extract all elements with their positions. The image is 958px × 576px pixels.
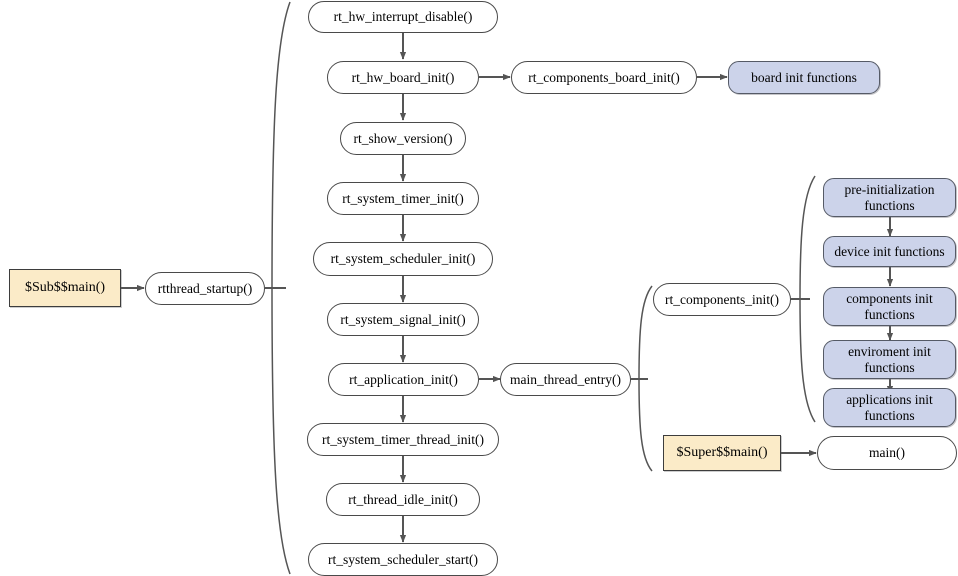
node-rt-components-init[interactable]: rt_components_init()	[653, 283, 791, 316]
node-components-init-functions[interactable]: components init functions	[823, 287, 956, 326]
node-rt-hw-interrupt-disable[interactable]: rt_hw_interrupt_disable()	[308, 1, 498, 33]
node-applications-init-functions[interactable]: applications init functions	[823, 388, 956, 427]
node-enviroment-init-functions[interactable]: enviroment init functions	[823, 340, 956, 379]
node-rt-thread-idle-init[interactable]: rt_thread_idle_init()	[326, 483, 480, 516]
node-main[interactable]: main()	[817, 436, 957, 470]
node-rt-system-timer-init[interactable]: rt_system_timer_init()	[327, 182, 479, 215]
node-rt-components-board-init[interactable]: rt_components_board_init()	[511, 61, 697, 94]
node-device-init-functions[interactable]: device init functions	[823, 236, 956, 267]
node-rt-hw-board-init[interactable]: rt_hw_board_init()	[327, 61, 479, 94]
bracket-init-functions	[799, 175, 816, 423]
node-rt-system-timer-thread-init[interactable]: rt_system_timer_thread_init()	[307, 423, 499, 456]
node-board-init-functions[interactable]: board init functions	[728, 61, 880, 94]
node-rt-system-scheduler-init[interactable]: rt_system_scheduler_init()	[313, 242, 493, 276]
node-rtthread-startup[interactable]: rtthread_startup()	[145, 272, 265, 305]
bracket-startup-sequence	[271, 1, 291, 575]
node-pre-initialization-functions[interactable]: pre-initialization functions	[823, 178, 956, 217]
node-super-main[interactable]: $Super$$main()	[663, 435, 781, 471]
node-main-thread-entry[interactable]: main_thread_entry()	[500, 363, 631, 396]
node-sub-main[interactable]: $Sub$$main()	[9, 269, 121, 307]
node-rt-system-scheduler-start[interactable]: rt_system_scheduler_start()	[308, 543, 498, 576]
node-rt-application-init[interactable]: rt_application_init()	[328, 363, 479, 396]
node-rt-show-version[interactable]: rt_show_version()	[340, 122, 466, 155]
node-rt-system-signal-init[interactable]: rt_system_signal_init()	[327, 303, 479, 336]
bracket-main-thread-entry	[638, 285, 653, 472]
